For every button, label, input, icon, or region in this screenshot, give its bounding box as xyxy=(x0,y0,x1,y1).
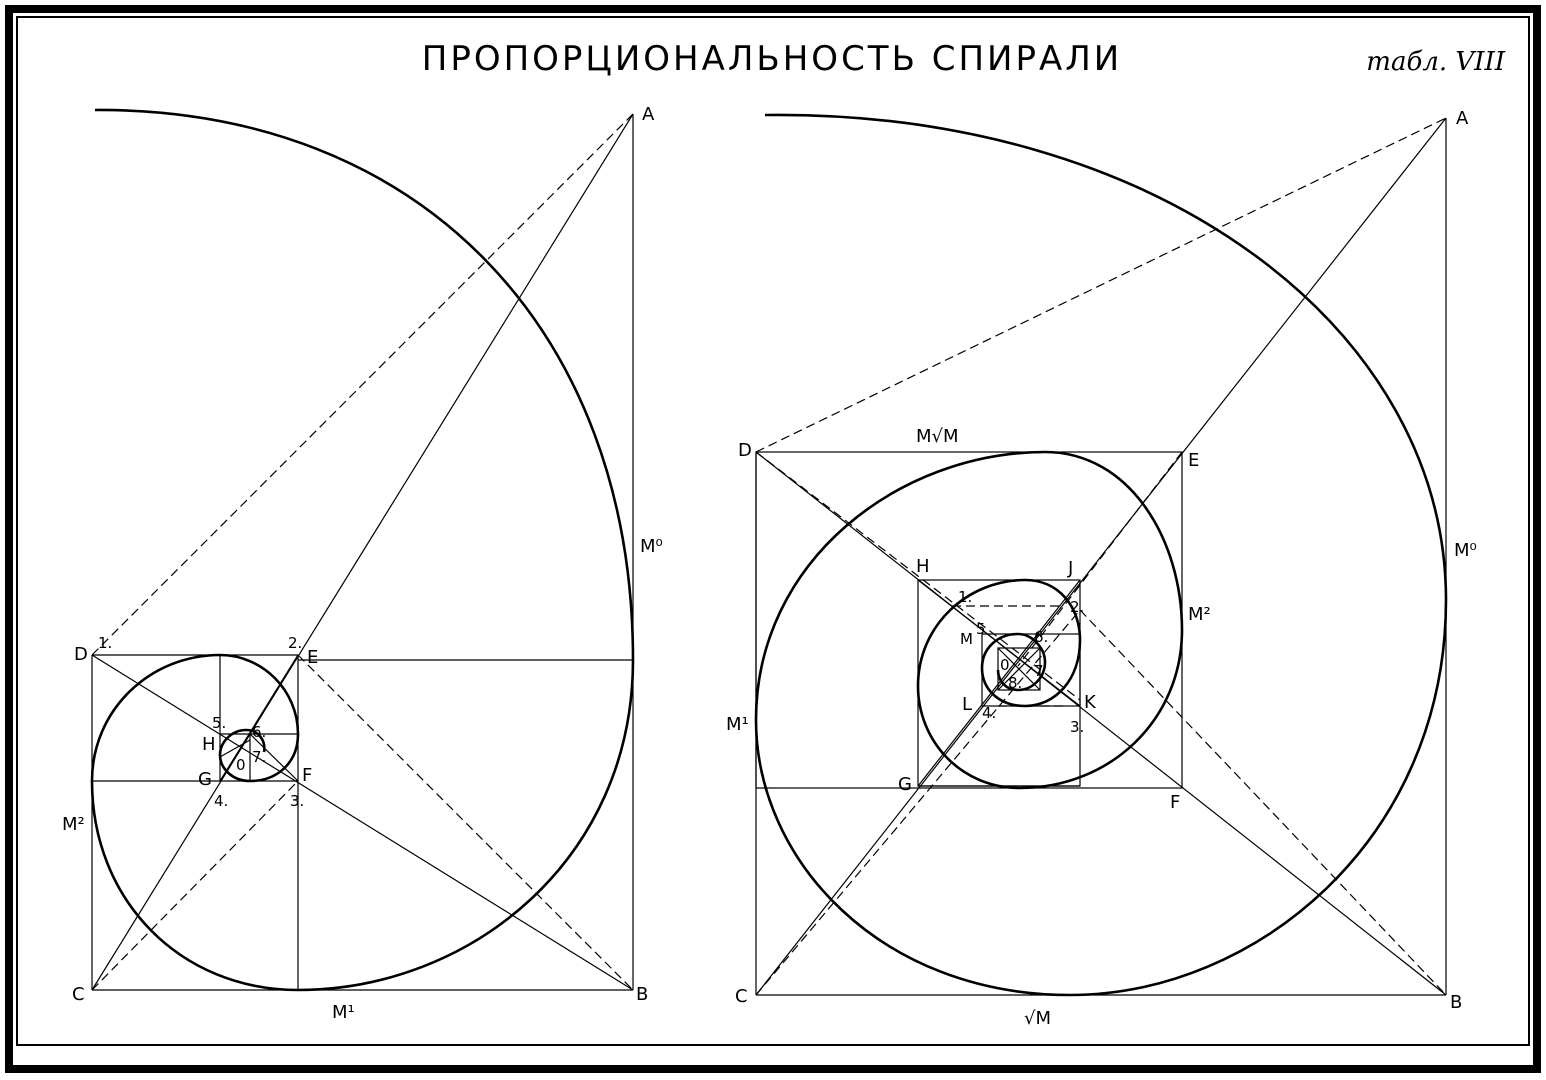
table-reference: табл. VIII xyxy=(1366,47,1505,77)
right-label-6: 6. xyxy=(1034,628,1048,646)
right-label-sqrt-m: √M xyxy=(1024,1008,1051,1029)
left-label-b: B xyxy=(636,984,648,1005)
left-label-7: 7. xyxy=(252,748,266,766)
left-label-6: 6. xyxy=(252,723,266,741)
left-label-1: 1. xyxy=(98,634,112,652)
right-label-1: 1. xyxy=(958,588,972,606)
outer-frame xyxy=(5,5,1541,1073)
inner-frame xyxy=(16,16,1530,1046)
left-figure: A B C D E F G H 0 1. 2. 3. 4. 5. 6. 7. M… xyxy=(62,104,663,1023)
left-label-origin: 0 xyxy=(236,756,246,774)
left-label-4: 4. xyxy=(214,792,228,810)
left-label-m1: M¹ xyxy=(332,1002,355,1023)
right-label-5: 5 xyxy=(976,620,986,638)
right-label-8: 8. xyxy=(1008,674,1022,692)
left-label-a: A xyxy=(642,104,655,125)
right-label-4: 4. xyxy=(982,704,996,722)
left-label-f: F xyxy=(302,765,312,786)
right-label-f: F xyxy=(1170,792,1180,813)
left-label-3: 3. xyxy=(290,792,304,810)
left-label-2: 2. xyxy=(288,634,302,652)
right-label-b: B xyxy=(1450,992,1462,1013)
left-label-d: D xyxy=(74,644,88,665)
right-label-m-sqrt-m: M√M xyxy=(916,426,959,447)
left-golden-spiral xyxy=(90,108,635,992)
right-label-7: 7 xyxy=(1034,662,1044,680)
left-label-c: C xyxy=(72,984,85,1005)
right-label-a: A xyxy=(1456,108,1469,129)
left-label-g: G xyxy=(198,769,212,790)
right-label-origin: 0 xyxy=(1000,656,1010,674)
right-label-e: E xyxy=(1188,450,1199,471)
right-label-m2: M² xyxy=(1188,604,1211,625)
plate-title: ПРОПОРЦИОНАЛЬНОСТЬ СПИРАЛИ xyxy=(422,39,1122,79)
right-label-m0: M⁰ xyxy=(1454,540,1477,561)
right-label-h: H xyxy=(916,556,930,577)
right-label-d: D xyxy=(738,440,752,461)
right-label-m1: M¹ xyxy=(726,714,749,735)
right-label-k: K xyxy=(1084,692,1097,713)
right-label-l: L xyxy=(962,694,972,715)
left-label-m2: M² xyxy=(62,814,85,835)
right-spiral xyxy=(754,113,1448,997)
right-construction-lines xyxy=(755,117,1447,996)
right-label-c: C xyxy=(735,986,748,1007)
left-label-m0: M⁰ xyxy=(640,536,663,557)
right-label-g: G xyxy=(898,774,912,795)
left-label-e: E xyxy=(307,647,318,668)
right-label-j: J xyxy=(1067,558,1073,579)
left-construction-lines xyxy=(91,113,634,991)
right-figure: A B C D E F G H J K L 0 1. 2. 3. 4. 5 6.… xyxy=(726,108,1477,1029)
left-label-5: 5. xyxy=(212,714,226,732)
left-label-h: H xyxy=(202,734,216,755)
right-label-3: 3. xyxy=(1070,718,1084,736)
right-label-m5: M xyxy=(960,630,973,648)
right-label-2: 2. xyxy=(1070,598,1084,616)
